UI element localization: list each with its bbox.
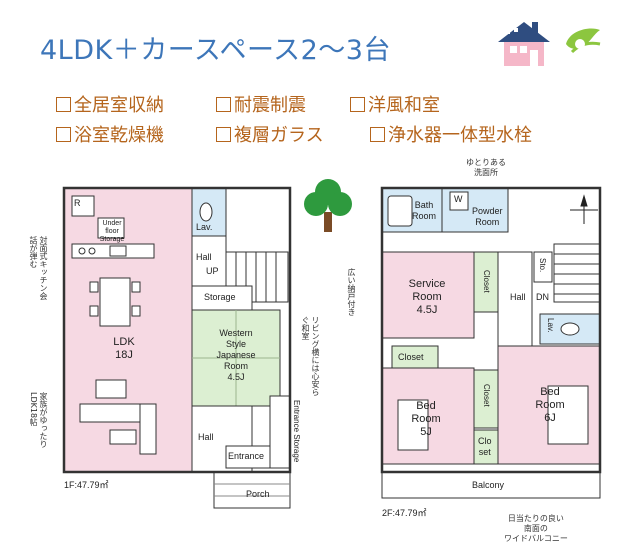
feature-item: 洋風和室 xyxy=(350,91,440,117)
feature-item: 浴室乾燥機 xyxy=(56,121,164,147)
washroom-note: ゆとりある 洗面所 xyxy=(466,158,506,177)
plan-2f xyxy=(380,186,602,499)
area-1f: 1F:47.79㎡ xyxy=(64,480,109,490)
balcony-label: Balcony xyxy=(472,480,505,490)
entrance-storage-label: Entrance Storage xyxy=(292,400,301,463)
feature-item: 複層ガラス xyxy=(216,121,324,147)
service-room-label: Service Room 4.5J xyxy=(408,278,446,316)
hall-2f-label: Hall xyxy=(510,292,526,302)
porch-label: Porch xyxy=(246,489,270,499)
powder-room-label: Powder Room xyxy=(472,206,503,227)
hall-lower-label: Hall xyxy=(198,432,214,442)
western-room-label: Western Style Japanese Room 4.5J xyxy=(216,328,256,382)
page-title: 4LDK＋カースペース2～3台 xyxy=(40,35,391,66)
hall-upper-label: Hall xyxy=(196,252,212,262)
feature-item: 全居室収納 xyxy=(56,91,164,117)
kitchen-note: 対面式キッチン会話が弾む xyxy=(29,236,48,300)
closet-v2-label: Closet xyxy=(482,384,491,407)
lav-2f-label: Lav. xyxy=(546,318,555,333)
compass-icon xyxy=(570,194,598,224)
up-label: UP xyxy=(206,266,219,276)
leaf-icon xyxy=(566,28,601,54)
balcony-note: 日当たりの良い 南面の ワイドバルコニー xyxy=(504,514,568,543)
clo-set-label: Clo set xyxy=(478,436,492,457)
tree-icon xyxy=(304,179,352,232)
r-mark-label: R xyxy=(74,198,81,208)
sto-label: Sto. xyxy=(538,258,547,273)
plan-1f xyxy=(62,186,292,509)
lav-1f-label: Lav. xyxy=(196,222,213,232)
feature-item: 浄水器一体型水栓 xyxy=(370,121,532,147)
house-icon xyxy=(498,22,550,66)
bed-room-right-label: Bed Room 6J xyxy=(535,386,565,424)
dn-label: DN xyxy=(536,292,549,302)
area-2f: 2F:47.79㎡ xyxy=(382,508,427,518)
closet-h-label: Closet xyxy=(398,352,424,362)
bed-room-left-label: Bed Room 5J xyxy=(411,400,441,438)
bath-room-label: Bath Room xyxy=(412,200,437,221)
ldk-note: 家族がゆったりLDK18帖 xyxy=(29,392,48,448)
w-label: W xyxy=(454,194,463,204)
ldk-label: LDK 18J xyxy=(113,336,135,361)
storage-note: 広い納戸付き xyxy=(347,268,356,316)
feature-item: 耐震制震 xyxy=(216,91,306,117)
living-side-note: リビング横には心安らぐ和室 xyxy=(301,316,320,396)
entrance-label: Entrance xyxy=(228,451,265,461)
closet-v1-label: Closet xyxy=(482,270,491,293)
storage-1f-label: Storage xyxy=(204,292,236,302)
under-floor-storage-label: Under floor Storage xyxy=(99,220,125,243)
